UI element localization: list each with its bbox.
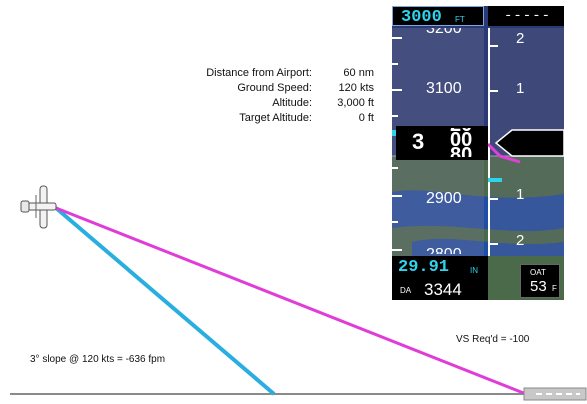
current-altitude-hundreds: 3	[412, 129, 425, 154]
tape-label-2800: 2800	[426, 246, 462, 254]
info-row-altitude: Altitude: 3,000 ft	[150, 96, 380, 111]
baro-setting-value: 29.91	[398, 258, 450, 277]
info-row-target-altitude: Target Altitude: 0 ft	[150, 111, 380, 126]
info-value: 60 nm	[343, 67, 374, 79]
density-altitude-label: DA	[400, 286, 412, 295]
vsi-tick-label: 2	[516, 232, 525, 249]
flight-info-panel: Distance from Airport: 60 nm Ground Spee…	[150, 66, 380, 126]
oat-value: 53	[530, 278, 547, 295]
current-altitude-rolling-digits: 20 00 80	[450, 128, 473, 166]
oat-label: OAT	[530, 268, 546, 277]
three-degree-slope-line	[54, 206, 276, 396]
selected-altitude-unit: FT	[455, 15, 465, 24]
info-label: Ground Speed:	[237, 82, 312, 94]
vs-bug-value: -----	[504, 8, 552, 24]
info-label: Altitude:	[272, 97, 312, 109]
info-row-ground-speed: Ground Speed: 120 kts	[150, 81, 380, 96]
vs-required-label: VS Req'd = -100	[456, 334, 530, 345]
info-label: Distance from Airport:	[206, 67, 312, 79]
density-altitude-value: 3344	[424, 280, 462, 299]
oat-box	[520, 264, 560, 298]
tape-label-3200: 3200	[426, 20, 462, 37]
selected-altitude-value: 3000	[401, 8, 442, 27]
tape-label-3100: 3100	[426, 80, 462, 97]
info-row-distance: Distance from Airport: 60 nm	[150, 66, 380, 81]
runway-icon	[523, 387, 587, 401]
vsi-tick-label: 2	[516, 30, 525, 47]
altitude-tape-display: 3000 FT ----- 3200 3100 2900 2800 3 20 0…	[392, 6, 564, 300]
barometric-setting-box[interactable]	[392, 256, 488, 300]
info-value: 120 kts	[338, 82, 374, 94]
vsi-tick-label: 1	[516, 80, 525, 97]
vs-bug-box: -----	[488, 6, 564, 26]
oat-unit: F	[552, 284, 557, 293]
info-value: 3,000 ft	[337, 97, 374, 109]
tape-label-2900: 2900	[426, 190, 462, 207]
selected-altitude-box[interactable]: 3000 FT	[392, 6, 484, 27]
current-altitude-box	[396, 126, 488, 160]
baro-setting-unit: IN	[470, 266, 478, 275]
vs-required-line	[55, 206, 527, 396]
vsi-tick-label: 1	[516, 186, 525, 203]
airplane-icon	[20, 185, 57, 229]
slope-label: 3° slope @ 120 kts = -636 fpm	[30, 354, 166, 365]
info-label: Target Altitude:	[239, 112, 312, 124]
info-value: 0 ft	[358, 112, 374, 124]
